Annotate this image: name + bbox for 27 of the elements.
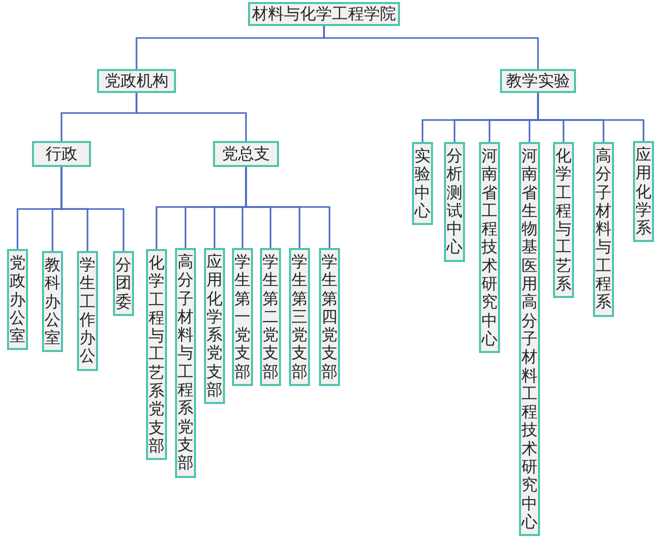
org-box: 分析测试中心	[444, 142, 465, 262]
org-box: 河南省生物基医用高分子材料工程技术研究中心	[519, 142, 540, 536]
org-box: 实验中心	[412, 142, 433, 226]
org-box: 行政	[32, 141, 91, 167]
org-box: 教学实验	[500, 69, 576, 93]
org-box: 学生第四党支部	[319, 248, 340, 386]
org-box: 应用化学系	[633, 141, 654, 242]
org-box: 分团委	[113, 251, 134, 316]
org-box: 学生第一党支部	[232, 248, 253, 386]
connector-line	[136, 93, 247, 141]
org-box: 应用化学系党支部	[204, 248, 225, 404]
org-box: 高分子材料与工程系	[593, 142, 614, 317]
org-box: 化学工程与工艺系党支部	[146, 249, 167, 460]
connector-line	[60, 167, 124, 251]
org-box: 党政办公室	[7, 249, 28, 350]
org-box: 教科办公室	[42, 251, 63, 352]
org-box: 化学工程与工艺系	[553, 142, 574, 298]
connector-line	[245, 167, 330, 248]
org-box: 学生第二党支部	[260, 248, 281, 386]
org-box: 学生第三党支部	[289, 248, 310, 386]
org-box: 党政机构	[97, 69, 176, 93]
connector-line	[323, 26, 539, 69]
org-box: 党总支	[213, 141, 279, 167]
org-box: 高分子材料与工程系党支部	[175, 248, 196, 478]
org-box: 河南省工程技术研究中心	[479, 142, 500, 354]
org-box: 学生工作办公	[77, 251, 98, 371]
org-box: 材料与化学工程学院	[248, 2, 400, 26]
